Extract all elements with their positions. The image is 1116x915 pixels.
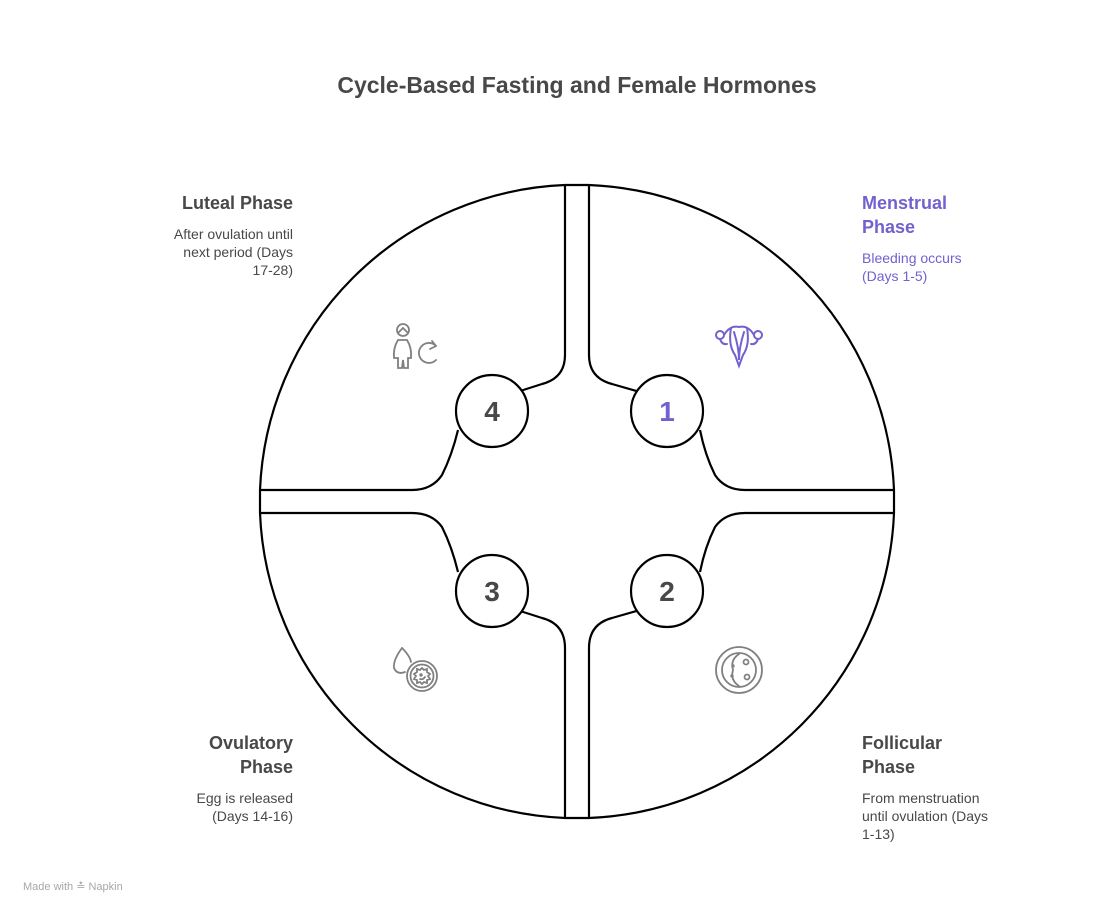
- svg-text:1: 1: [659, 396, 675, 427]
- outer-arc-4: [258, 183, 566, 491]
- luteal-description: After ovulation until next period (Days …: [173, 226, 293, 278]
- svg-text:3: 3: [484, 576, 500, 607]
- follicular-description: From menstruation until ovulation (Days …: [862, 790, 989, 842]
- phase-number-1: 1: [629, 373, 705, 449]
- egg-release-icon: [393, 647, 438, 692]
- ovulatory-description: Egg is released (Days 14-16): [196, 790, 293, 824]
- quadrant-4-outline: [260, 185, 567, 492]
- menstrual-heading: Menstrual Phase: [862, 193, 948, 237]
- quadrant-1-outline: [587, 185, 894, 492]
- made-with-napkin-footer[interactable]: Made with ≛ Napkin: [23, 881, 123, 893]
- svg-text:2: 2: [659, 576, 675, 607]
- follicle-icon: [715, 646, 763, 694]
- outer-arc-1: [588, 183, 896, 491]
- napkin-logo-icon: ≛: [76, 881, 86, 893]
- diagram-title: Cycle-Based Fasting and Female Hormones: [337, 72, 817, 98]
- quadrant-2-outline: [587, 511, 894, 818]
- outer-arc-2: [588, 512, 896, 820]
- svg-text:4: 4: [484, 396, 500, 427]
- label-ovulatory-phase: Ovulatory Phase Egg is released (Days 14…: [153, 731, 293, 825]
- menstrual-description: Bleeding occurs (Days 1-5): [862, 250, 962, 284]
- label-follicular-phase: Follicular Phase From menstruation until…: [862, 731, 1002, 843]
- phase-number-4: 4: [454, 373, 530, 449]
- ovulatory-heading: Ovulatory Phase: [208, 733, 293, 777]
- phase-number-2: 2: [629, 553, 705, 629]
- phase-number-3: 3: [454, 553, 530, 629]
- uterus-icon: [715, 325, 763, 369]
- woman-cycle-icon: [392, 323, 438, 369]
- label-menstrual-phase: Menstrual Phase Bleeding occurs (Days 1-…: [862, 191, 1002, 285]
- luteal-heading: Luteal Phase: [181, 193, 293, 213]
- quadrant-3-outline: [260, 511, 567, 818]
- outer-arc-3: [258, 512, 566, 820]
- label-luteal-phase: Luteal Phase After ovulation until next …: [153, 191, 293, 279]
- follicular-heading: Follicular Phase: [862, 733, 943, 777]
